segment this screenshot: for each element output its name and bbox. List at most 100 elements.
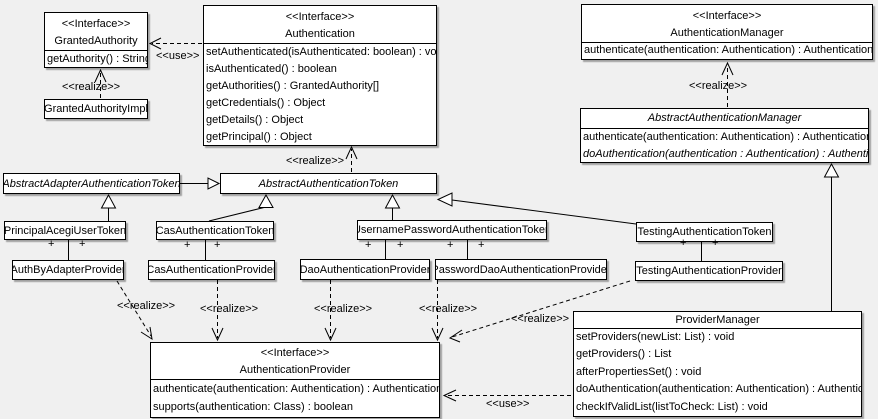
class-authentication: <<Interface>> Authentication setAuthenti… xyxy=(203,5,437,146)
class-auth-by-adapter-provider: AuthByAdapterProvider xyxy=(12,260,124,280)
multiplicity-plus: + xyxy=(712,237,719,249)
edge-gen-principaltoken-to-adaptertoken xyxy=(100,193,117,221)
class-abstract-authentication-manager: AbstractAuthenticationManager authentica… xyxy=(580,108,869,163)
compartment-divider xyxy=(151,379,439,380)
edge-realize-testingprovider-authenticationprovider xyxy=(448,280,631,343)
class-principal-acegi-user-token: PrincipalAcegiUserToken xyxy=(4,221,126,240)
multiplicity-plus: + xyxy=(447,239,454,251)
method: getCredentials() : Object xyxy=(206,97,326,109)
class-name: ProviderManager xyxy=(675,314,760,326)
stereotype-label: <<Interface>> xyxy=(285,11,355,23)
multiplicity-plus: + xyxy=(680,237,687,249)
class-name: TestingAuthenticationProvider xyxy=(636,265,782,277)
class-name: AuthenticationManager xyxy=(670,27,784,39)
class-granted-authority: <<Interface>> GrantedAuthority getAuthor… xyxy=(44,12,148,68)
edge-realize-daoprovider-authenticationprovider xyxy=(324,280,337,342)
edge-gen-testingtoken-to-abstracttoken xyxy=(436,192,637,225)
compartment-divider xyxy=(45,50,147,51)
edge-gen-castoken-to-abstracttoken xyxy=(208,193,274,222)
realize-label: <<realize>> xyxy=(314,303,373,315)
multiplicity-plus: + xyxy=(397,239,404,251)
class-name: GrantedAuthorityImpl xyxy=(44,103,148,115)
method: getDetails() : Object xyxy=(206,114,304,126)
method: getProviders() : List xyxy=(576,348,672,361)
compartment-divider xyxy=(582,42,872,43)
method: isAuthenticated() : boolean xyxy=(206,63,337,75)
edge-use-authentication-grantedauthority xyxy=(148,37,202,50)
stereotype-label: <<Interface>> xyxy=(61,18,131,30)
method: supports(authentication: Class) : boolea… xyxy=(153,401,353,413)
realize-label: <<realize>> xyxy=(419,303,478,315)
method: afterPropertiesSet() : void xyxy=(576,365,702,378)
multiplicity-plus: + xyxy=(79,238,86,250)
class-name: CasAuthenticationToken xyxy=(156,224,274,237)
class-name: AbstractAdapterAuthenticationToken xyxy=(3,177,180,190)
edge-gen-adaptertoken-to-abstracttoken xyxy=(180,177,221,190)
class-authentication-manager: <<Interface>> AuthenticationManager auth… xyxy=(581,4,873,60)
class-name: AuthByAdapterProvider xyxy=(12,264,124,276)
method: setAuthenticated(isAuthenticated: boolea… xyxy=(206,46,436,58)
stereotype-label: <<Interface>> xyxy=(692,10,762,22)
class-password-dao-authentication-provider: PasswordDaoAuthenticationProvider xyxy=(435,259,607,280)
class-testing-authentication-provider: TestingAuthenticationProvider xyxy=(635,261,783,281)
class-name: GrantedAuthority xyxy=(54,35,138,47)
realize-label: <<realize>> xyxy=(689,80,748,92)
method: checkIfValidList(listToCheck: List) : vo… xyxy=(576,400,768,413)
multiplicity-plus: + xyxy=(365,239,372,251)
class-name: CasAuthenticationProvider xyxy=(148,264,275,276)
method: authenticate(authentication: Authenticat… xyxy=(583,131,868,143)
method: doAuthentication(authentication: Authent… xyxy=(576,383,861,396)
edge-gen-providermanager-to-abstractmanager xyxy=(823,162,840,311)
multiplicity-plus: + xyxy=(478,239,485,251)
class-name: PrincipalAcegiUserToken xyxy=(4,224,126,237)
edge-use-providermanager-authenticationprovider xyxy=(442,389,571,402)
method: getPrincipal() : Object xyxy=(206,131,312,143)
method: authenticate(authentication: Authenticat… xyxy=(584,44,872,56)
compartment-divider xyxy=(581,128,868,129)
method: doAuthentication(authentication : Authen… xyxy=(583,148,868,160)
edge-gen-usernametoken-to-abstracttoken xyxy=(384,193,401,220)
class-cas-authentication-provider: CasAuthenticationProvider xyxy=(148,260,275,280)
edge-realize-casprovider-authenticationprovider xyxy=(211,280,224,342)
method: getAuthorities() : GrantedAuthority[] xyxy=(206,80,380,92)
class-name: Authentication xyxy=(285,28,355,40)
stereotype-label: <<Interface>> xyxy=(260,347,330,359)
class-username-password-authentication-token: UsernamePasswordAuthenticationToken xyxy=(357,220,547,240)
method: authenticate(authentication: Authenticat… xyxy=(153,383,439,395)
use-label: <<use>> xyxy=(486,398,530,410)
multiplicity-plus: + xyxy=(48,238,55,250)
class-cas-authentication-token: CasAuthenticationToken xyxy=(156,221,274,240)
class-name: AbstractAuthenticationManager xyxy=(647,112,802,124)
compartment-divider xyxy=(574,328,861,329)
realize-label: <<realize>> xyxy=(200,303,259,315)
edge-realize-grantedauthorityimpl xyxy=(94,68,107,98)
edge-realize-passworddaoprovider-authenticationprovider xyxy=(431,280,444,342)
realize-label: <<realize>> xyxy=(62,81,121,93)
class-name: PasswordDaoAuthenticationProvider xyxy=(435,263,607,276)
class-abstract-authentication-token: AbstractAuthenticationToken xyxy=(220,173,437,194)
method: setProviders(newList: List) : void xyxy=(576,331,735,343)
class-name: DaoAuthenticationProvider xyxy=(300,263,430,276)
use-label: <<use>> xyxy=(156,50,200,62)
class-authentication-provider: <<Interface>> AuthenticationProvider aut… xyxy=(150,342,440,418)
class-name: AuthenticationProvider xyxy=(239,364,351,376)
class-name: UsernamePasswordAuthenticationToken xyxy=(357,224,547,236)
class-dao-authentication-provider: DaoAuthenticationProvider xyxy=(300,259,430,280)
realize-label: <<realize>> xyxy=(286,155,345,167)
class-provider-manager: ProviderManager setProviders(newList: Li… xyxy=(573,311,862,417)
edge-realize-authbyadapter-authenticationprovider xyxy=(116,280,153,341)
class-testing-authentication-token: TestingAuthenticationToken xyxy=(636,222,773,242)
realize-label: <<realize>> xyxy=(117,300,176,312)
multiplicity-plus: + xyxy=(214,239,221,251)
class-name: AbstractAuthenticationToken xyxy=(258,177,399,190)
method: getAuthority() : String xyxy=(47,53,147,65)
class-abstract-adapter-authentication-token: AbstractAdapterAuthenticationToken xyxy=(3,173,180,194)
class-granted-authority-impl: GrantedAuthorityImpl xyxy=(44,99,148,119)
edge-realize-abstractmanager-authenticationmanager xyxy=(721,61,734,107)
multiplicity-plus: + xyxy=(184,239,191,251)
edge-realize-abstracttoken-authentication xyxy=(345,145,358,172)
realize-label: <<realize>> xyxy=(511,313,570,325)
compartment-divider xyxy=(204,43,436,44)
